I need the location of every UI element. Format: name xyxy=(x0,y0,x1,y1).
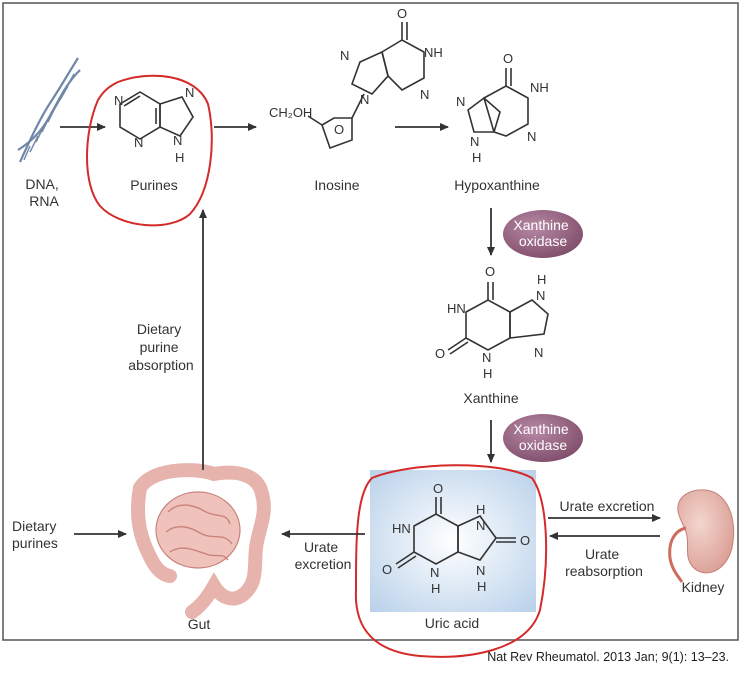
xanthine-atom-hn: HN xyxy=(447,301,466,316)
inosine-ch2oh: CH₂OH xyxy=(269,105,312,120)
uric-atom-n3: N xyxy=(476,563,485,578)
gut-icon xyxy=(131,463,271,619)
enzyme-label-2: Xanthine oxidase xyxy=(513,421,572,453)
purine-atom-n3: N xyxy=(185,85,194,100)
uric-acid-box xyxy=(370,470,536,612)
uric-atom-h1: H xyxy=(431,581,440,596)
uric-atom-h3: H xyxy=(477,579,486,594)
gut-label: Gut xyxy=(188,616,211,632)
xanthine-atom-h2: H xyxy=(537,272,546,287)
dietary-absorption-label: Dietary purine absorption xyxy=(128,321,193,373)
purine-atom-n1: N xyxy=(114,93,123,108)
purine-structure xyxy=(119,91,194,140)
purines-label: Purines xyxy=(130,177,177,193)
uric-atom-h2: H xyxy=(476,502,485,517)
xanthine-atom-h1: H xyxy=(483,366,492,381)
hypoxanthine-atom-n1: N xyxy=(456,94,465,109)
uric-atom-o1: O xyxy=(433,481,443,496)
uric-acid-label: Uric acid xyxy=(425,615,479,631)
purine-atom-n2: N xyxy=(134,135,143,150)
enzyme-badge-2 xyxy=(503,414,583,462)
purine-atom-n4: N xyxy=(173,133,182,148)
uric-atom-n1: N xyxy=(430,565,439,580)
urate-excretion-gut-label: Urate excretion xyxy=(295,539,352,572)
kidney-label: Kidney xyxy=(682,579,725,595)
xanthine-atom-o1: O xyxy=(485,264,495,279)
inosine-atom-n1: N xyxy=(340,48,349,63)
hypoxanthine-atom-n2: N xyxy=(527,129,536,144)
inosine-label: Inosine xyxy=(314,177,359,193)
uric-atom-hn: HN xyxy=(392,521,411,536)
dietary-purines-label: Dietary purines xyxy=(12,518,60,551)
purines-highlight-circle xyxy=(86,74,213,227)
hypoxanthine-atom-n3: N xyxy=(470,134,479,149)
inosine-atom-o: O xyxy=(397,6,407,21)
inosine-atom-n3: N xyxy=(360,92,369,107)
xanthine-label: Xanthine xyxy=(463,390,518,406)
urate-excretion-kidney-label: Urate excretion xyxy=(560,498,655,514)
uric-acid-highlight-circle xyxy=(354,464,548,658)
inosine-atom-n2: N xyxy=(420,87,429,102)
hypoxanthine-structure xyxy=(467,68,529,137)
uric-atom-n2: N xyxy=(476,518,485,533)
urate-reabsorption-label: Urate reabsorption xyxy=(565,546,643,579)
enzyme-badge-1 xyxy=(503,210,583,258)
hypoxanthine-atom-o: O xyxy=(503,51,513,66)
purine-atom-h: H xyxy=(175,150,184,165)
inosine-structure xyxy=(307,22,425,150)
xanthine-atom-n: N xyxy=(482,350,491,365)
citation: Nat Rev Rheumatol. 2013 Jan; 9(1): 13–23… xyxy=(487,650,729,664)
xanthine-structure xyxy=(447,282,549,355)
hypoxanthine-atom-nh: NH xyxy=(530,80,549,95)
dna-helix-icon xyxy=(17,57,81,163)
xanthine-atom-n3: N xyxy=(534,345,543,360)
hypoxanthine-atom-h: H xyxy=(472,150,481,165)
enzyme-label-1: Xanthine oxidase xyxy=(513,217,572,249)
uric-atom-o2: O xyxy=(382,562,392,577)
xanthine-atom-o2: O xyxy=(435,346,445,361)
uric-atom-o3: O xyxy=(520,533,530,548)
xanthine-atom-n2: N xyxy=(536,288,545,303)
inosine-atom-nh: NH xyxy=(424,45,443,60)
dna-label: DNA, RNA xyxy=(25,176,62,209)
hypoxanthine-label: Hypoxanthine xyxy=(454,177,540,193)
figure-frame xyxy=(2,2,739,641)
uric-acid-structure xyxy=(395,497,516,569)
inosine-atom-o2: O xyxy=(334,122,344,137)
kidney-icon xyxy=(668,489,735,583)
